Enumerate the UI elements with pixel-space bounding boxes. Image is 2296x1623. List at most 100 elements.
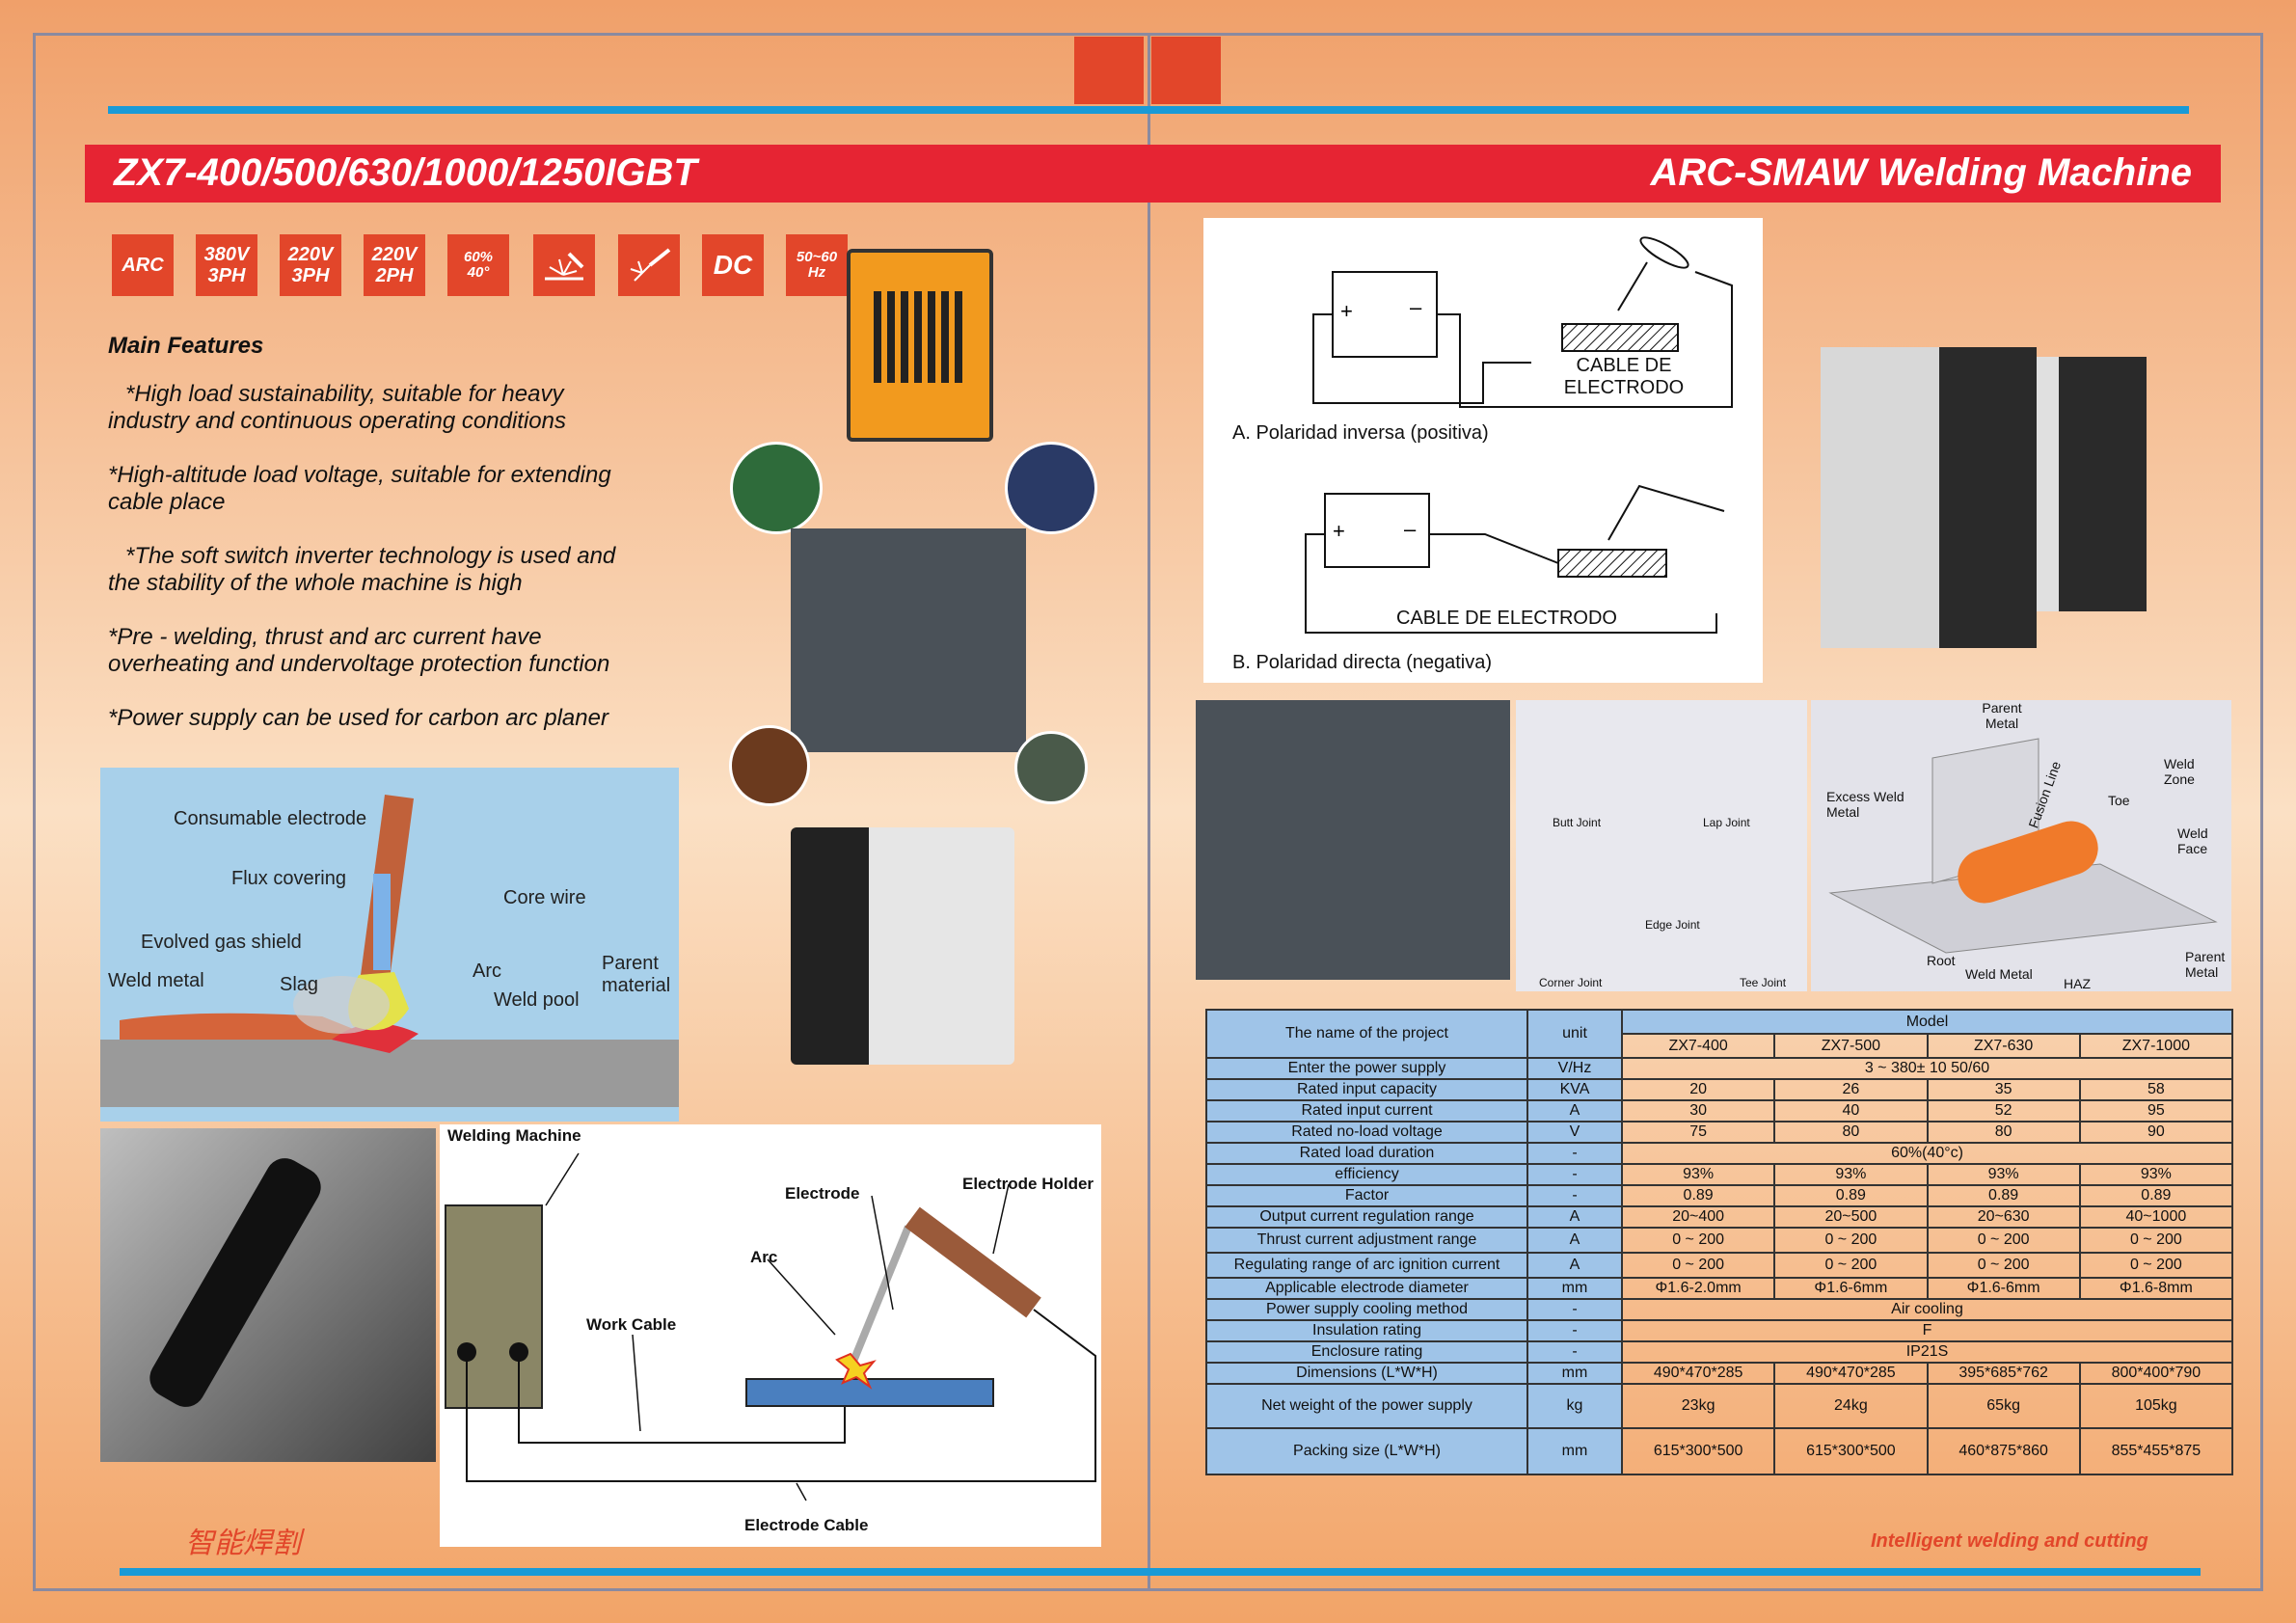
row-name-cell: Output current regulation range (1205, 1205, 1528, 1229)
row-name-cell: Enter the power supply (1205, 1057, 1528, 1080)
welding-circuit-diagram: Welding Machine Electrode Electrode Hold… (440, 1124, 1101, 1547)
row-unit-cell: mm (1526, 1277, 1623, 1300)
row-unit-cell: - (1526, 1298, 1623, 1321)
header-project-name: The name of the project (1205, 1009, 1528, 1059)
row-unit-cell: - (1526, 1163, 1623, 1186)
row-name-cell: Net weight of the power supply (1205, 1383, 1528, 1429)
row-name-cell: Applicable electrode diameter (1205, 1277, 1528, 1300)
row-name-cell: Power supply cooling method (1205, 1298, 1528, 1321)
row-unit-cell: A (1526, 1205, 1623, 1229)
value-cell: 490*470*285 (1773, 1362, 1929, 1385)
value-cell: 0.89 (1773, 1184, 1929, 1207)
transformer-closeup (1005, 442, 1097, 534)
value-cell: Air cooling (1621, 1298, 2233, 1321)
module-closeup (1014, 731, 1088, 804)
polarity-diagram: +– +– CABLE DE ELECTRODO A. Polaridad in… (1203, 218, 1763, 683)
welder-internals-photo-right (1196, 700, 1510, 980)
row-unit-cell: kg (1526, 1383, 1623, 1429)
title-bar: ZX7-400/500/630/1000/1250IGBT ARC-SMAW W… (85, 145, 2221, 203)
row-unit-cell: V (1526, 1121, 1623, 1144)
row-unit-cell: KVA (1526, 1078, 1623, 1101)
label-work-cable: Work Cable (586, 1315, 677, 1334)
main-features-heading: Main Features (108, 333, 264, 359)
row-unit-cell: mm (1526, 1362, 1623, 1385)
row-name-cell: Insulation rating (1205, 1319, 1528, 1342)
feature-item: *High-altitude load voltage, suitable fo… (108, 462, 611, 515)
value-cell: Φ1.6-6mm (1773, 1277, 1929, 1300)
label-weld-pool: Weld pool (494, 989, 580, 1011)
left-title: ZX7-400/500/630/1000/1250IGBT (114, 151, 697, 194)
joint-types-diagram: Butt Joint Lap Joint Edge Joint Corner J… (1516, 700, 1807, 991)
value-cell: 65kg (1926, 1383, 2081, 1429)
value-cell: 0 ~ 200 (1926, 1252, 2081, 1279)
feature-item: *Power supply can be used for carbon arc… (108, 705, 608, 731)
row-unit-cell: A (1526, 1252, 1623, 1279)
row-name-cell: Enclosure rating (1205, 1340, 1528, 1364)
label-parent-metal-top: Parent Metal (1982, 700, 2022, 731)
svg-text:–: – (1404, 517, 1417, 541)
value-cell: 26 (1773, 1078, 1929, 1101)
value-cell: 23kg (1620, 1383, 1776, 1429)
label-parent-metal-bottom: Parent Metal (2185, 949, 2226, 980)
table-model-row: ZX7-400 ZX7-500 ZX7-630 ZX7-1000 (1206, 1033, 2234, 1059)
bottom-blue-line (120, 1568, 2201, 1576)
label-parent-material: Parent material (602, 953, 671, 996)
label-electrode-holder: Electrode Holder (962, 1175, 1094, 1193)
badge-dc: DC (702, 234, 764, 296)
label-core-wire: Core wire (503, 887, 586, 908)
table-row: efficiency-93%93%93%93% (1205, 1163, 2234, 1186)
value-cell: 0 ~ 200 (1773, 1252, 1929, 1279)
welder-product-photo-large (1821, 347, 2037, 648)
label-flux-covering: Flux covering (231, 868, 346, 889)
value-cell: 52 (1926, 1099, 2081, 1123)
value-cell: F (1621, 1319, 2233, 1342)
svg-text:+: + (1333, 519, 1345, 543)
label-evolved-gas-shield: Evolved gas shield (141, 932, 302, 953)
row-name-cell: Rated no-load voltage (1205, 1121, 1528, 1144)
badge-arc: ARC (112, 234, 174, 296)
value-cell: 35 (1926, 1078, 2081, 1101)
header-model: Model (1621, 1009, 2233, 1035)
table-row: Enclosure rating-IP21S (1205, 1340, 2233, 1364)
label-welding-machine: Welding Machine (447, 1126, 581, 1145)
value-cell: 0.89 (1620, 1184, 1776, 1207)
circuit-board-closeup (730, 442, 823, 534)
label-slag: Slag (280, 974, 319, 995)
label-electrode: Electrode (785, 1184, 860, 1203)
table-row: Rated load duration-60%(40°c) (1205, 1142, 2233, 1165)
row-name-cell: Dimensions (L*W*H) (1205, 1362, 1528, 1385)
welder-product-photo (847, 249, 993, 442)
label-lap-joint: Lap Joint (1703, 816, 1750, 829)
value-cell: 40 (1773, 1099, 1929, 1123)
label-excess-weld-metal: Excess Weld Metal (1826, 789, 1904, 820)
label-arc: Arc (750, 1248, 778, 1266)
table-header-row: The name of the project unit Model (1205, 1009, 2233, 1059)
page-spine (1148, 33, 1150, 1591)
value-cell: 24kg (1773, 1383, 1929, 1429)
label-edge-joint: Edge Joint (1645, 918, 1700, 932)
value-cell: 0 ~ 200 (2078, 1252, 2234, 1279)
model-cell: ZX7-630 (1926, 1033, 2081, 1059)
label-weld-metal: Weld metal (108, 970, 204, 991)
row-name-cell: Factor (1205, 1184, 1528, 1207)
row-unit-cell: V/Hz (1526, 1057, 1623, 1080)
row-unit-cell: A (1526, 1227, 1623, 1254)
row-name-cell: Packing size (L*W*H) (1205, 1427, 1528, 1475)
model-cell: ZX7-400 (1620, 1033, 1776, 1059)
value-cell: 0 ~ 200 (2078, 1227, 2234, 1254)
value-cell: 20 (1620, 1078, 1776, 1101)
row-name-cell: Rated input capacity (1205, 1078, 1528, 1101)
value-cell: 40~1000 (2078, 1205, 2234, 1229)
model-cell: ZX7-1000 (2078, 1033, 2234, 1059)
cable-label-b: CABLE DE ELECTRODO (1396, 608, 1617, 629)
